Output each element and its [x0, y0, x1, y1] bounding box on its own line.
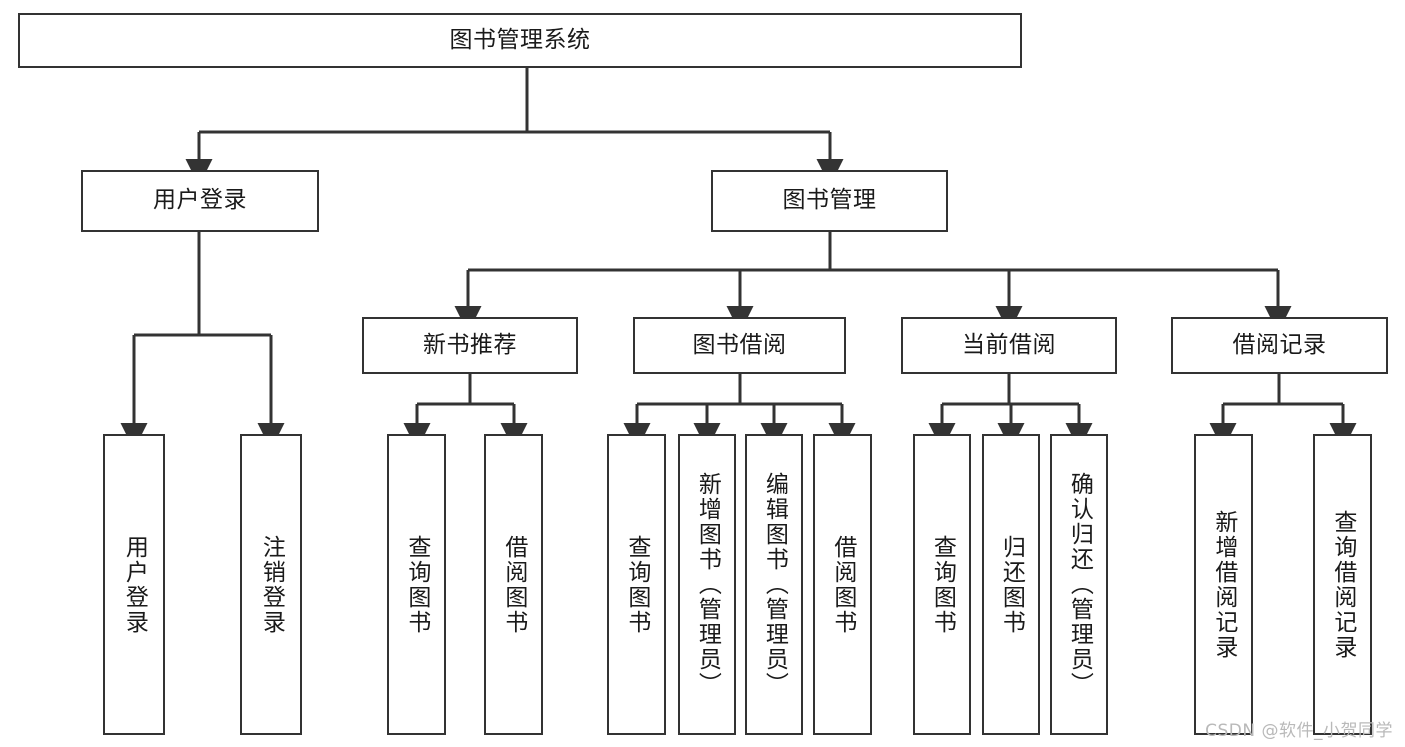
level3-node[interactable]: 当前借阅 [901, 317, 1117, 374]
node-label: 图书管理 [782, 187, 877, 214]
node-label: 编辑图书（管理员） [761, 472, 788, 697]
leaves-node[interactable]: 归还图书 [982, 434, 1040, 735]
node-label: 用户登录 [121, 534, 148, 635]
leaves-node[interactable]: 注销登录 [240, 434, 302, 735]
node-label: 新书推荐 [423, 331, 517, 358]
root-node[interactable]: 图书管理系统 [18, 13, 1022, 68]
node-label: 归还图书 [998, 534, 1025, 635]
level2-node[interactable]: 图书管理 [711, 170, 948, 232]
node-label: 新增借阅记录 [1210, 509, 1237, 660]
level3-node[interactable]: 借阅记录 [1171, 317, 1388, 374]
leaves-node[interactable]: 确认归还（管理员） [1050, 434, 1108, 735]
node-label: 新增图书（管理员） [694, 472, 721, 697]
leaves-node[interactable]: 用户登录 [103, 434, 165, 735]
leaves-node[interactable]: 查询图书 [913, 434, 971, 735]
leaves-node[interactable]: 查询借阅记录 [1313, 434, 1372, 735]
leaves-node[interactable]: 借阅图书 [813, 434, 872, 735]
node-label: 图书借阅 [692, 331, 787, 358]
node-label: 用户登录 [153, 187, 247, 214]
node-label: 借阅记录 [1232, 331, 1327, 358]
level2-node[interactable]: 用户登录 [81, 170, 319, 232]
node-label: 图书管理系统 [449, 26, 591, 53]
node-label: 查询图书 [623, 534, 650, 635]
node-label: 借阅图书 [500, 534, 527, 635]
level3-node[interactable]: 新书推荐 [362, 317, 578, 374]
node-label: 确认归还（管理员） [1066, 472, 1093, 697]
node-label: 当前借阅 [962, 331, 1056, 358]
node-label: 查询图书 [929, 534, 956, 635]
leaves-node[interactable]: 查询图书 [387, 434, 446, 735]
node-label: 查询图书 [403, 534, 430, 635]
leaves-node[interactable]: 编辑图书（管理员） [745, 434, 803, 735]
leaves-node[interactable]: 新增图书（管理员） [678, 434, 736, 735]
leaves-node[interactable]: 借阅图书 [484, 434, 543, 735]
node-label: 注销登录 [258, 534, 285, 635]
leaves-node[interactable]: 查询图书 [607, 434, 666, 735]
leaves-node[interactable]: 新增借阅记录 [1194, 434, 1253, 735]
level3-node[interactable]: 图书借阅 [633, 317, 846, 374]
node-label: 借阅图书 [829, 534, 856, 635]
node-label: 查询借阅记录 [1329, 509, 1356, 660]
